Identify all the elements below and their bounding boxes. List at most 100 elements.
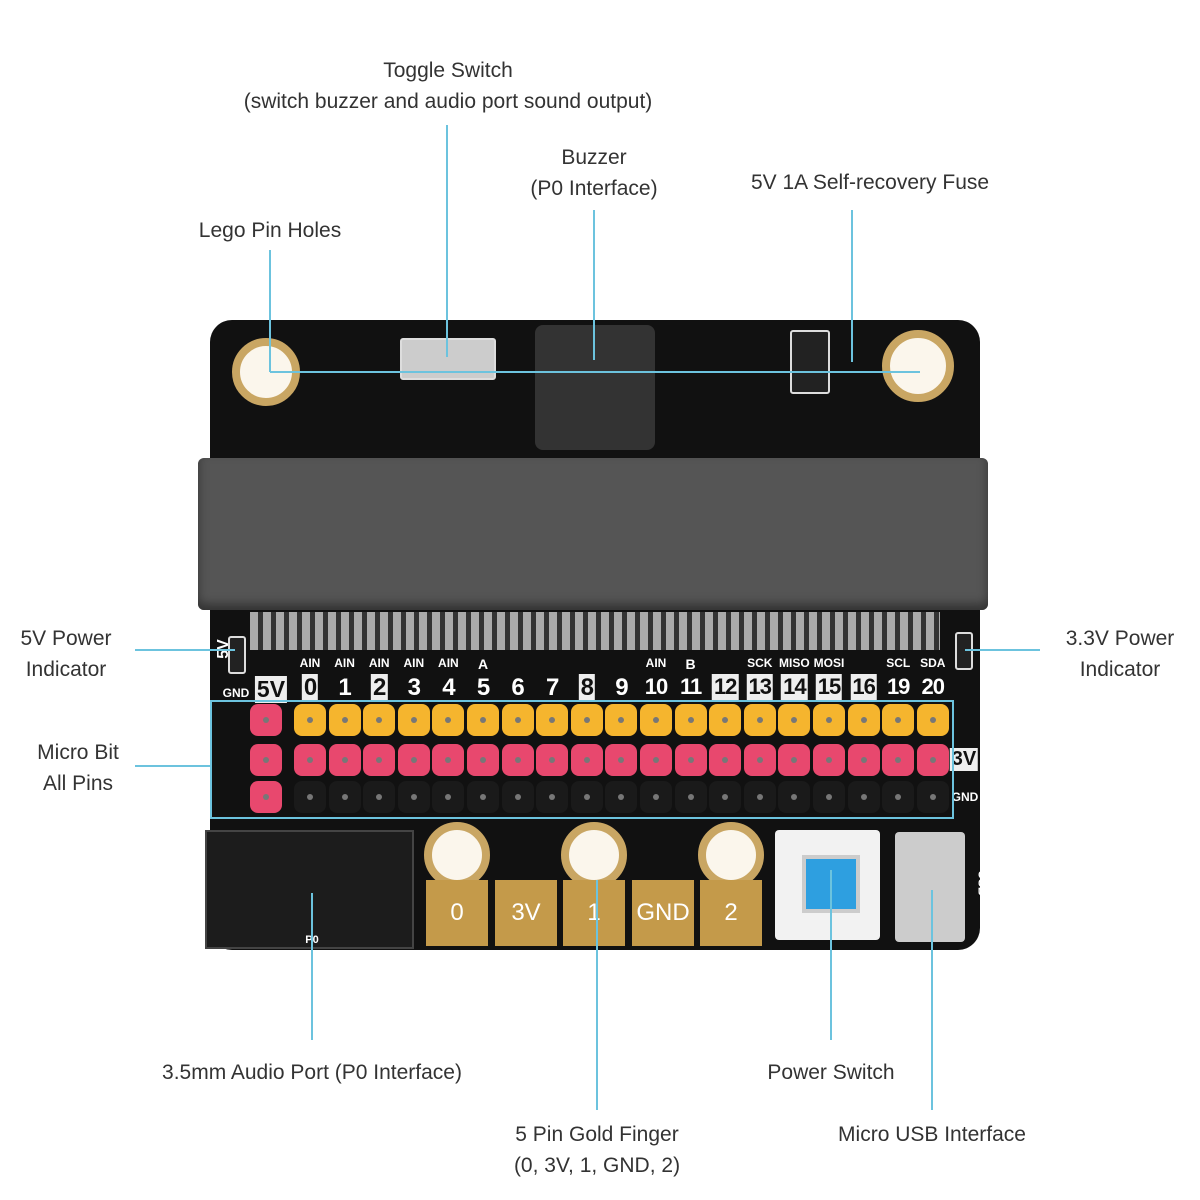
header-pin (674, 704, 707, 736)
led-5v (228, 636, 246, 674)
fuse (790, 330, 830, 394)
silk-5v: 5V (254, 676, 288, 703)
header-pin (916, 781, 949, 813)
header-pin (501, 744, 534, 776)
silk-usb: USB (975, 870, 990, 896)
gold-finger-3: GND (632, 880, 694, 946)
header-pin (397, 781, 430, 813)
header-pin (467, 781, 499, 813)
header-pin (640, 744, 672, 776)
power-switch[interactable] (775, 830, 880, 940)
lego-hole-right (882, 330, 954, 402)
header-pin (709, 744, 742, 776)
header-pin (847, 781, 880, 813)
header-pin (605, 744, 638, 776)
header-pin (813, 781, 845, 813)
toggle-switch (400, 338, 496, 380)
callout-toggle-switch: Toggle Switch(switch buzzer and audio po… (244, 55, 653, 117)
gold-finger-0: 0 (426, 880, 488, 946)
header-pin (916, 704, 949, 736)
header-pin (813, 744, 845, 776)
header-pin (882, 744, 915, 776)
pin-number-label: 5 (476, 674, 490, 701)
gold-finger-hole (698, 822, 764, 888)
line-buzzer (593, 210, 595, 360)
gold-finger-2: 1 (563, 880, 625, 946)
header-pin (397, 744, 430, 776)
callout-audio-port: 3.5mm Audio Port (P0 Interface) (162, 1061, 462, 1084)
header-pin (501, 781, 534, 813)
header-pin (432, 744, 465, 776)
line-5v (135, 649, 235, 651)
header-pin (674, 744, 707, 776)
header-pin (363, 744, 396, 776)
header-pin (536, 744, 569, 776)
pin-number-label: 3 (407, 674, 421, 701)
line-gold (596, 880, 598, 1110)
pin-function-label: MOSI (813, 656, 845, 670)
header-pin (397, 704, 430, 736)
line-audio (311, 893, 313, 1040)
pin-function-label: MISO (779, 656, 810, 670)
header-pin (743, 704, 776, 736)
audio-jack (205, 830, 414, 949)
pin-number-label: 4 (442, 674, 455, 701)
pin-function-label: AIN (645, 656, 667, 670)
edge-connector (250, 612, 940, 650)
pin-number-label: 6 (511, 674, 524, 701)
header-pin (432, 704, 465, 736)
pin-5v-column (250, 704, 282, 736)
pin-number-label: 1 (338, 674, 351, 701)
led-3v3 (955, 632, 973, 670)
pin-number-label: 16 (850, 674, 877, 700)
pin-function-label: AIN (299, 656, 321, 670)
header-pin (709, 704, 742, 736)
pin-number-label: 11 (679, 674, 702, 699)
callout-power-switch: Power Switch (767, 1061, 895, 1084)
header-pin (605, 704, 638, 736)
header-pin (467, 744, 499, 776)
pin-5v-column (250, 744, 282, 776)
header-pin (536, 781, 569, 813)
header-pin (605, 781, 638, 813)
callout-sub: (P0 Interface) (530, 177, 658, 200)
buzzer (535, 325, 655, 450)
header-pin (536, 704, 569, 736)
callout-title: Buzzer (561, 146, 627, 169)
silk-gnd-right: GND (951, 790, 979, 804)
header-pin (709, 781, 742, 813)
header-pin (882, 781, 915, 813)
line-pins (135, 765, 211, 767)
header-pin (674, 781, 707, 813)
line-3v3 (965, 649, 1040, 651)
header-pin (847, 704, 880, 736)
line-lego-h (270, 371, 920, 373)
header-pin (570, 781, 603, 813)
header-pin (640, 704, 672, 736)
micro-usb-port[interactable] (895, 832, 965, 942)
header-pin (363, 781, 396, 813)
pin-function-label: SCL (886, 656, 911, 670)
pin-function-label: SCK (747, 656, 773, 670)
header-pin (363, 704, 396, 736)
header-pin (570, 704, 603, 736)
callout-sub: All Pins (42, 772, 114, 795)
callout-lego-holes: Lego Pin Holes (198, 219, 342, 242)
header-pin (847, 744, 880, 776)
pin-number-label: 2 (371, 674, 388, 702)
header-pin (570, 744, 603, 776)
callout-sub: (0, 3V, 1, GND, 2) (513, 1154, 681, 1177)
header-pin (294, 781, 326, 813)
line-usb (931, 890, 933, 1110)
pin-number-label: 9 (615, 674, 628, 701)
pin-number-label: 8 (578, 674, 595, 702)
header-pin (432, 781, 465, 813)
pin-function-label: SDA (920, 656, 946, 670)
pin-function-label: AIN (368, 656, 390, 670)
header-pin (501, 704, 534, 736)
callout-title: 3.3V Power (1065, 627, 1175, 650)
callout-title: Toggle Switch (383, 59, 513, 82)
